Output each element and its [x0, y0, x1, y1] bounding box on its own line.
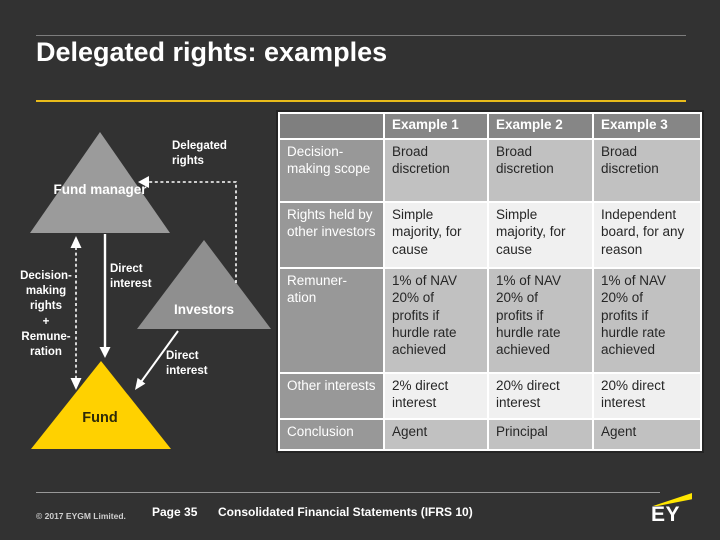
examples-table: Example 1 Example 2 Example 3 Decision-m…: [276, 110, 704, 453]
title-yellow-rule: [36, 100, 686, 102]
column-header-example-1: Example 1: [383, 112, 489, 140]
fund-label: Fund: [82, 410, 118, 426]
table-row-decision-making-scope: Decision-making scope Broad discretion B…: [278, 138, 702, 203]
delegated-rights-arrow-line: [146, 181, 237, 283]
table-cell: Agent: [383, 418, 489, 451]
table-row-other-interests: Other interests 2% direct interest 20% d…: [278, 372, 702, 420]
row-label: Rights held by other investors: [278, 201, 385, 269]
table-cell: Principal: [487, 418, 594, 451]
table-cell: Agent: [592, 418, 702, 451]
table-header-row: Example 1 Example 2 Example 3: [278, 112, 702, 140]
investors-direct-interest-arrowhead: [135, 377, 146, 390]
footer-doc-title: Consolidated Financial Statements (IFRS …: [218, 505, 473, 519]
table-cell: 2% direct interest: [383, 372, 489, 420]
decision-remuneration-arrowhead-down: [70, 378, 82, 390]
table-cell: Broad discretion: [487, 138, 594, 203]
table-row-remuneration: Remuner-ation 1% of NAV 20% of profits i…: [278, 267, 702, 374]
footer-rule: [36, 492, 660, 493]
page-title: Delegated rights: examples: [36, 37, 388, 67]
delegated-rights-label: Delegated rights: [172, 140, 227, 168]
direct-interest-label-top: Direct interest: [110, 263, 152, 291]
table-cell: Broad discretion: [383, 138, 489, 203]
table-cell: 20% direct interest: [487, 372, 594, 420]
table-row-conclusion: Conclusion Agent Principal Agent: [278, 418, 702, 451]
table-cell: 1% of NAV 20% of profits if hurdle rate …: [592, 267, 702, 374]
table-cell: 1% of NAV 20% of profits if hurdle rate …: [487, 267, 594, 374]
fund-manager-label: Fund manager: [53, 182, 147, 197]
table-cell: Broad discretion: [592, 138, 702, 203]
row-label: Decision-making scope: [278, 138, 385, 203]
row-label: Conclusion: [278, 418, 385, 451]
column-header-example-2: Example 2: [487, 112, 594, 140]
direct-interest-label-bottom: Direct interest: [166, 350, 208, 378]
table-cell: Independent board, for any reason: [592, 201, 702, 269]
fund-manager-direct-interest-arrowhead: [99, 347, 111, 358]
table-cell: Simple majority, for cause: [383, 201, 489, 269]
decision-remuneration-arrowhead-up: [70, 236, 82, 248]
decision-remuneration-label: Decision- making rights + Remune- ration: [20, 270, 72, 358]
copyright-text: © 2017 EYGM Limited.: [36, 511, 126, 521]
investors-label: Investors: [173, 302, 235, 317]
table-cell: 1% of NAV 20% of profits if hurdle rate …: [383, 267, 489, 374]
column-header-example-3: Example 3: [592, 112, 702, 140]
table-cell: 20% direct interest: [592, 372, 702, 420]
table-corner-cell: [278, 112, 385, 140]
ey-logo-text: EY: [651, 503, 681, 526]
title-top-rule: [36, 35, 686, 36]
page-number: Page 35: [152, 505, 198, 519]
row-label: Remuner-ation: [278, 267, 385, 374]
table-row-rights-held: Rights held by other investors Simple ma…: [278, 201, 702, 269]
table-cell: Simple majority, for cause: [487, 201, 594, 269]
fund-triangle: [31, 361, 171, 449]
row-label: Other interests: [278, 372, 385, 420]
